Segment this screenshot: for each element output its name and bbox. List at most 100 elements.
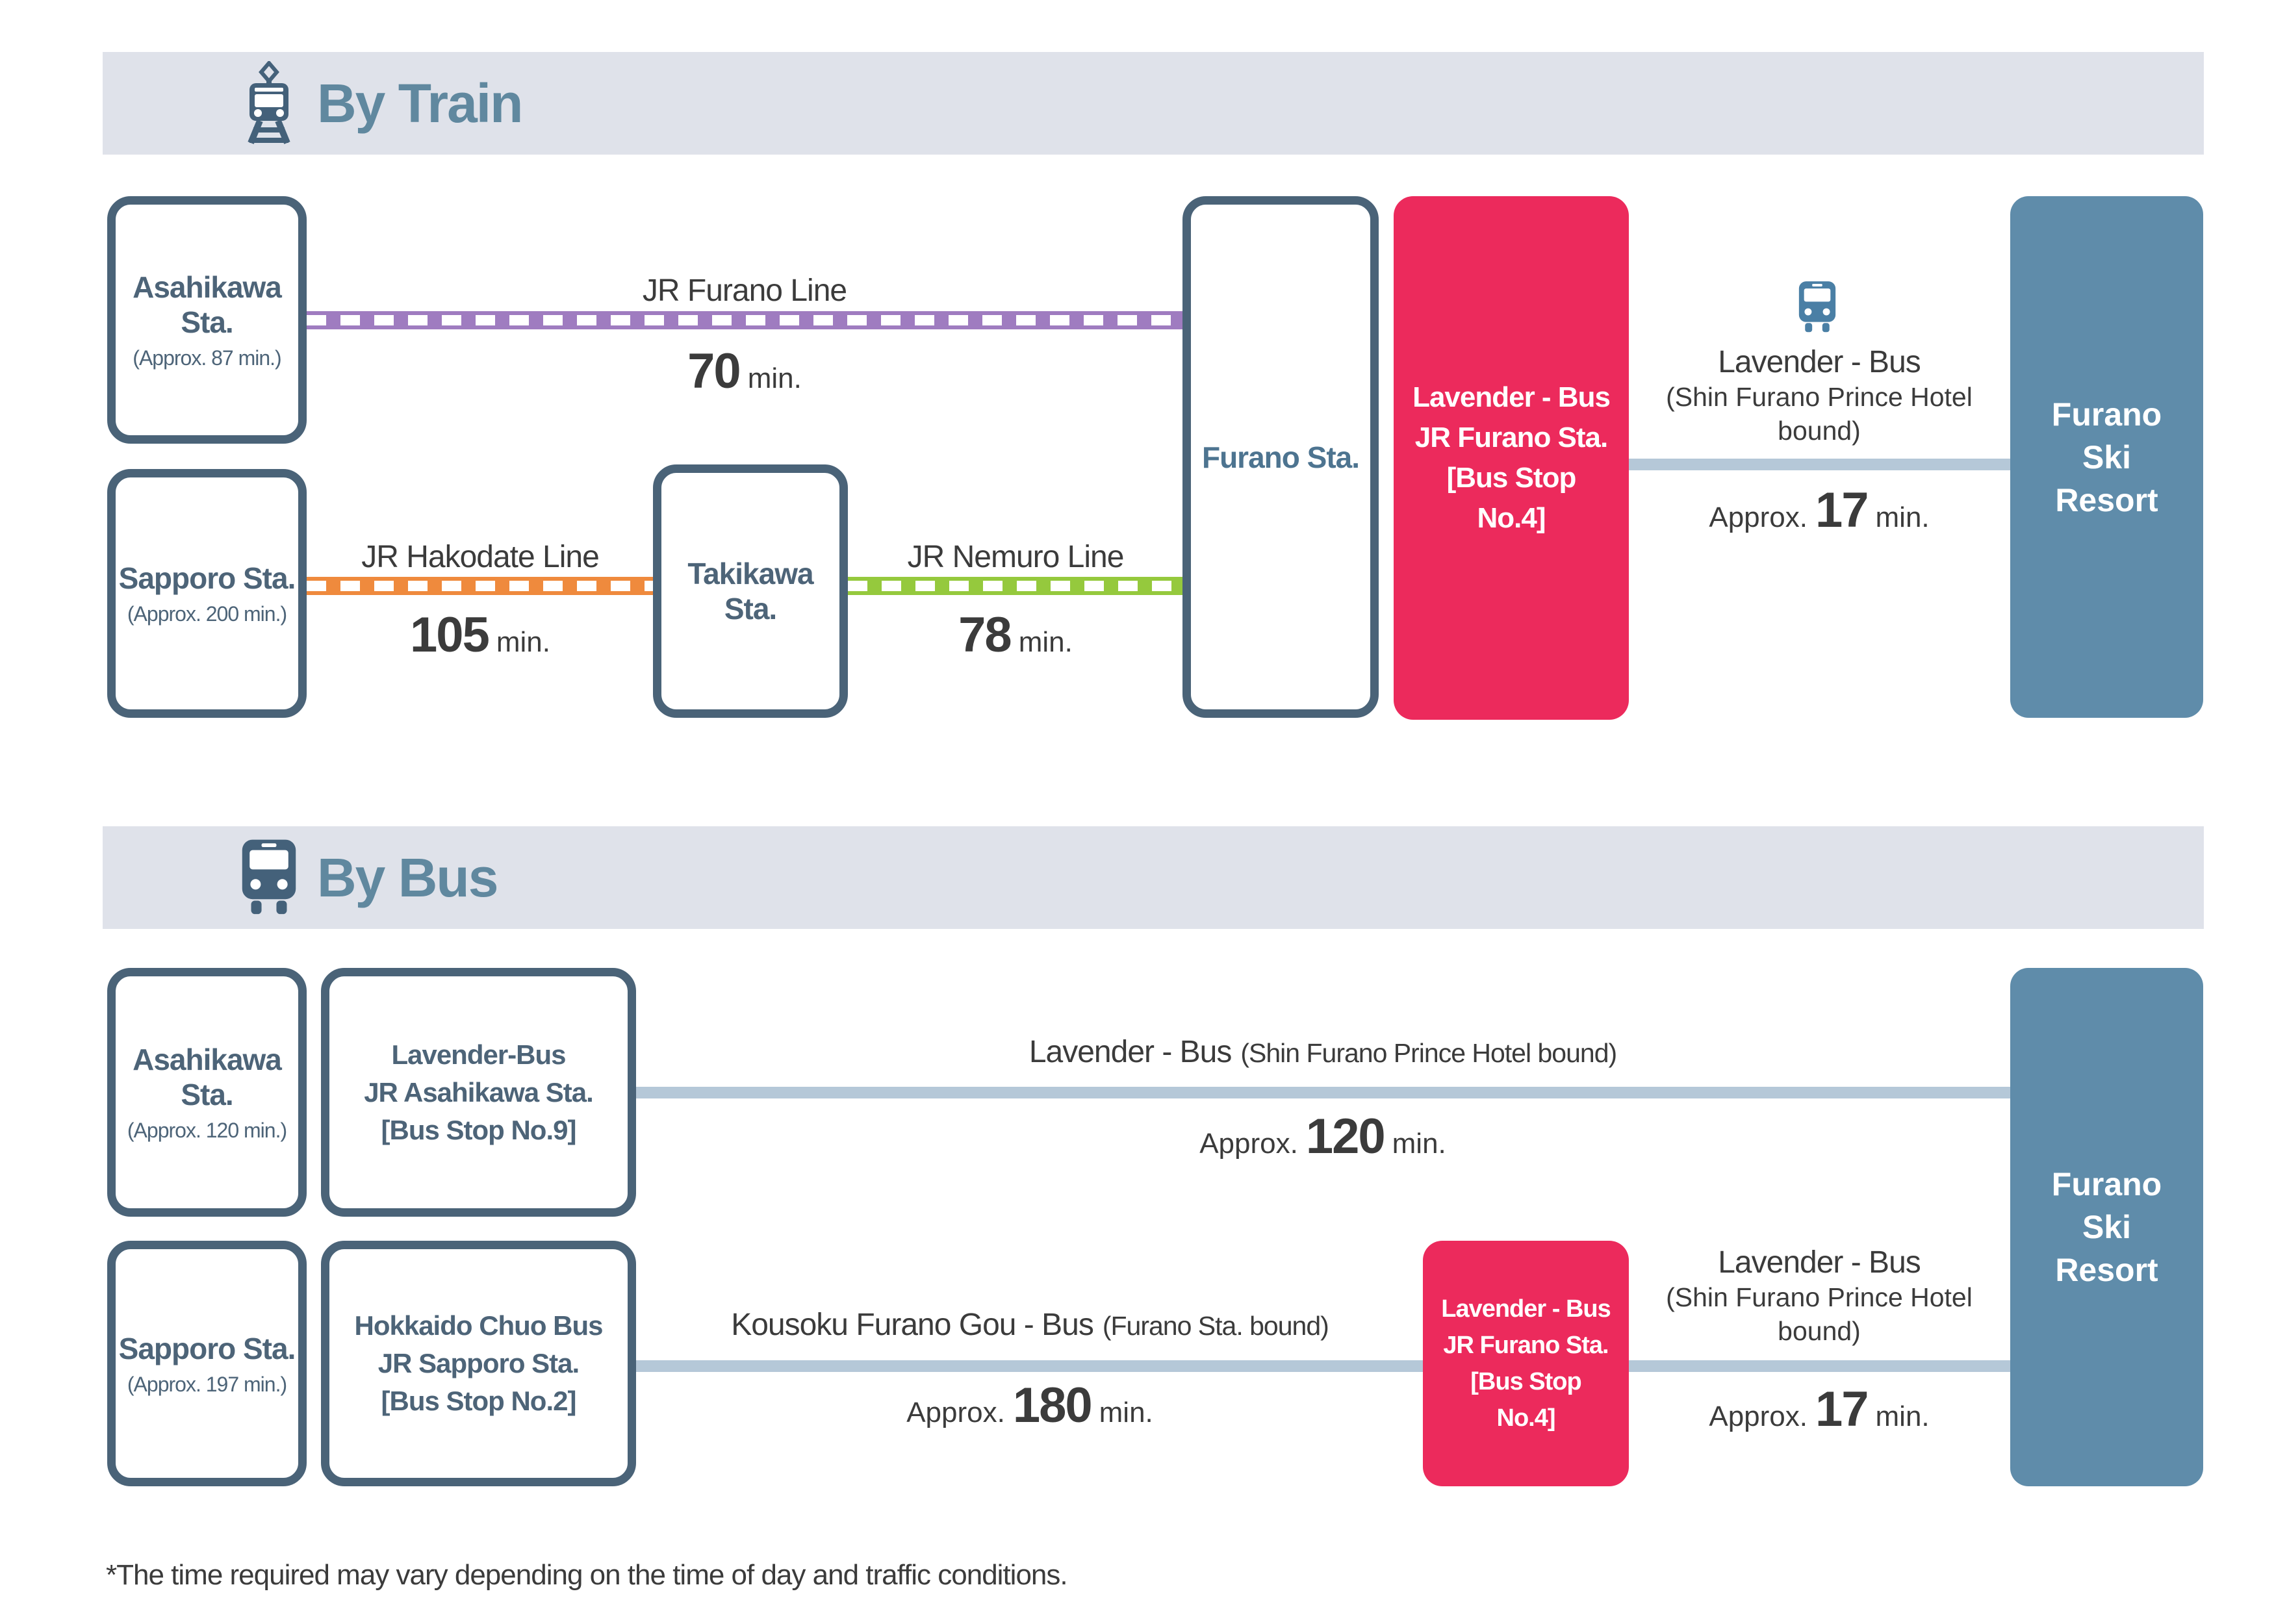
bus-stop-line: No.4] xyxy=(1496,1404,1556,1432)
jr-furano-line-label: JR Furano Line xyxy=(517,273,972,309)
station-duration: (Approx. 87 min.) xyxy=(133,346,281,370)
station-name: Sapporo Sta. xyxy=(118,561,296,595)
approx-label: Approx. xyxy=(1199,1128,1298,1160)
lavender-bus-stop-box-bus: Lavender - Bus JR Furano Sta. [Bus Stop … xyxy=(1423,1241,1629,1486)
bus-icon xyxy=(230,837,308,919)
by-train-title: By Train xyxy=(317,73,523,134)
line-name: JR Hakodate Line xyxy=(361,540,600,574)
station-duration: (Approx. 120 min.) xyxy=(127,1119,287,1142)
sapporo-station-box-train: Sapporo Sta. (Approx. 200 min.) xyxy=(107,469,307,718)
duration-value: 120 xyxy=(1305,1109,1386,1164)
by-bus-header: By Bus xyxy=(103,826,2204,929)
bus-stop-line: [Bus Stop xyxy=(1446,462,1577,494)
bus-stop-line: JR Furano Sta. xyxy=(1414,422,1608,453)
furano-station-box: Furano Sta. xyxy=(1182,196,1379,718)
train-icon xyxy=(230,61,308,146)
duration-value: 70 xyxy=(687,344,741,399)
bus-bound: (Shin Furano Prince Hotel bound) xyxy=(1240,1038,1617,1068)
stop-line: [Bus Stop No.9] xyxy=(381,1114,577,1145)
lavender-bus-label-bus: Lavender - Bus (Shin Furano Prince Hotel… xyxy=(1634,1245,2004,1348)
bus-name: Kousoku Furano Gou - Bus xyxy=(731,1308,1094,1342)
by-train-header: By Train xyxy=(103,52,2204,155)
lavender-bus-connector-row2 xyxy=(1629,1360,2010,1372)
jr-nemuro-line-rail xyxy=(848,577,1182,595)
jr-nemuro-line-duration: 78 min. xyxy=(821,607,1210,663)
bus-name: Lavender - Bus xyxy=(1718,1245,1921,1280)
station-duration: (Approx. 200 min.) xyxy=(127,602,287,626)
station-name: Asahikawa Sta. xyxy=(133,1043,282,1111)
resort-line: Resort xyxy=(2055,1252,2158,1288)
station-name: Asahikawa Sta. xyxy=(133,270,282,339)
sapporo-bus-stop-box: Hokkaido Chuo Bus JR Sapporo Sta. [Bus S… xyxy=(321,1241,636,1486)
lavender-bus-direct-duration: Approx. 120 min. xyxy=(868,1108,1778,1165)
bus-stop-line: JR Furano Sta. xyxy=(1443,1332,1609,1359)
stop-line: JR Sapporo Sta. xyxy=(377,1348,580,1378)
resort-line: Furano xyxy=(2051,396,2162,433)
stop-line: JR Asahikawa Sta. xyxy=(364,1076,594,1108)
lavender-bus-label-train: Lavender - Bus (Shin Furano Prince Hotel… xyxy=(1634,344,2004,448)
jr-hakodate-line-label: JR Hakodate Line xyxy=(285,539,675,575)
bus-icon xyxy=(1791,279,1843,335)
duration-unit: min. xyxy=(1099,1397,1153,1428)
station-name: Sapporo Sta. xyxy=(118,1331,296,1365)
by-bus-title: By Bus xyxy=(317,847,498,908)
stop-line: [Bus Stop No.2] xyxy=(381,1386,577,1416)
footnote: *The time required may vary depending on… xyxy=(106,1559,1068,1591)
station-name: Furano Sta. xyxy=(1201,440,1360,474)
lavender-bus-stop-box-train: Lavender - Bus JR Furano Sta. [Bus Stop … xyxy=(1394,196,1629,720)
resort-line: Ski xyxy=(2082,1209,2132,1245)
approx-label: Approx. xyxy=(1709,1401,1808,1432)
bus-stop-line: No.4] xyxy=(1477,502,1546,534)
bus-stop-line: Lavender - Bus xyxy=(1412,381,1611,413)
duration-unit: min. xyxy=(1875,501,1930,533)
lavender-bus-direct-label: Lavender - Bus(Shin Furano Prince Hotel … xyxy=(868,1034,1778,1070)
lavender-bus-duration-train: Approx. 17 min. xyxy=(1634,482,2004,539)
jr-nemuro-line-label: JR Nemuro Line xyxy=(821,539,1210,575)
asahikawa-station-box-bus: Asahikawa Sta. (Approx. 120 min.) xyxy=(107,968,307,1217)
line-name: JR Nemuro Line xyxy=(907,540,1125,574)
kousoku-bus-label: Kousoku Furano Gou - Bus (Furano Sta. bou… xyxy=(640,1307,1420,1343)
sapporo-station-box-bus: Sapporo Sta. (Approx. 197 min.) xyxy=(107,1241,307,1486)
duration-value: 180 xyxy=(1012,1378,1093,1433)
lavender-bus-duration-bus: Approx. 17 min. xyxy=(1634,1381,2004,1438)
duration-unit: min. xyxy=(1875,1401,1930,1432)
duration-unit: min. xyxy=(496,626,550,658)
station-duration: (Approx. 197 min.) xyxy=(127,1372,287,1396)
resort-line: Ski xyxy=(2082,438,2132,476)
resort-line: Resort xyxy=(2055,481,2158,518)
jr-furano-line-rail xyxy=(307,311,1182,329)
line-name: JR Furano Line xyxy=(642,273,847,308)
furano-ski-resort-box-bus: Furano Ski Resort xyxy=(2010,968,2203,1486)
jr-furano-line-duration: 70 min. xyxy=(517,343,972,400)
stop-line: Hokkaido Chuo Bus xyxy=(354,1310,603,1341)
lavender-bus-connector-row1 xyxy=(636,1087,2010,1098)
asahikawa-station-box-train: Asahikawa Sta. (Approx. 87 min.) xyxy=(107,196,307,444)
duration-unit: min. xyxy=(1018,626,1073,658)
duration-unit: min. xyxy=(1392,1128,1446,1160)
bus-bound: (Furano Sta. bound) xyxy=(1102,1311,1329,1341)
jr-hakodate-line-rail xyxy=(307,577,653,595)
jr-hakodate-line-duration: 105 min. xyxy=(285,607,675,663)
bus-stop-line: Lavender - Bus xyxy=(1441,1295,1611,1323)
furano-ski-resort-box-train: Furano Ski Resort xyxy=(2010,196,2203,718)
asahikawa-bus-stop-box: Lavender-Bus JR Asahikawa Sta. [Bus Stop… xyxy=(321,968,636,1217)
lavender-bus-connector-train xyxy=(1629,459,2010,470)
stop-line: Lavender-Bus xyxy=(391,1039,566,1070)
duration-value: 17 xyxy=(1815,1382,1869,1437)
kousoku-bus-connector xyxy=(636,1360,1423,1372)
takikawa-station-box: Takikawa Sta. xyxy=(653,464,848,718)
resort-line: Furano xyxy=(2051,1166,2162,1202)
duration-value: 78 xyxy=(958,607,1012,663)
duration-unit: min. xyxy=(747,362,802,394)
bus-name: Lavender - Bus xyxy=(1718,345,1921,379)
bus-name: Lavender - Bus xyxy=(1028,1035,1233,1069)
kousoku-bus-duration: Approx. 180 min. xyxy=(640,1377,1420,1434)
bus-bound: (Shin Furano Prince Hotel bound) xyxy=(1666,1282,1973,1346)
duration-value: 17 xyxy=(1815,483,1869,538)
bus-stop-line: [Bus Stop xyxy=(1470,1368,1581,1395)
approx-label: Approx. xyxy=(906,1397,1005,1428)
duration-value: 105 xyxy=(410,607,490,663)
bus-bound: (Shin Furano Prince Hotel bound) xyxy=(1666,382,1973,446)
approx-label: Approx. xyxy=(1709,501,1808,533)
